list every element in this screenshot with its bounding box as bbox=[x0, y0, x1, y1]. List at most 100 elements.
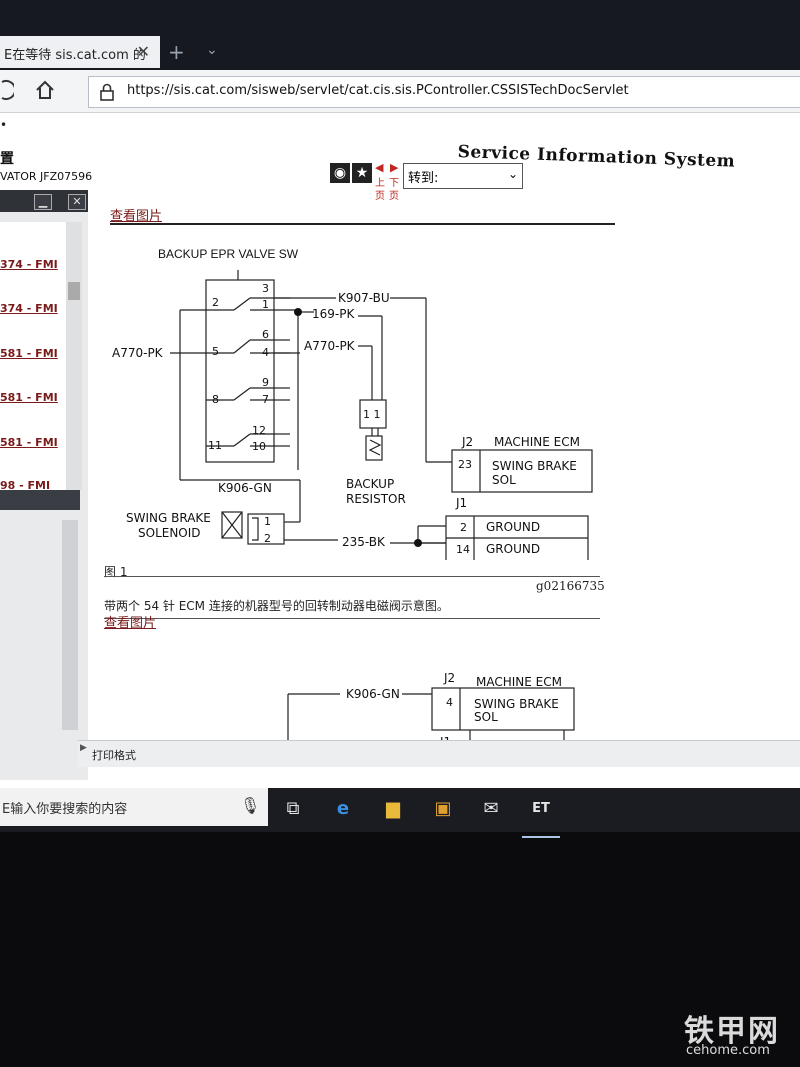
wire-label: K906-GN bbox=[218, 481, 272, 495]
wire-label: 169-PK bbox=[312, 307, 355, 321]
resistor-label: BACKUP bbox=[346, 477, 394, 491]
list-item[interactable]: 581 - FMI bbox=[0, 347, 58, 360]
divider bbox=[110, 223, 615, 225]
prev-page-label2[interactable]: 页 bbox=[375, 191, 385, 202]
mail-icon[interactable]: ✉ bbox=[483, 798, 499, 819]
solenoid-label: SOLENOID bbox=[138, 526, 201, 540]
expand-arrow-icon[interactable]: ▶ bbox=[80, 743, 87, 753]
star-icon[interactable]: ★ bbox=[352, 163, 372, 183]
browser-tab[interactable]: E在等待 sis.cat.com 的 ✕ bbox=[0, 36, 160, 68]
pin-label: 2 bbox=[264, 532, 271, 545]
pin-label: 5 bbox=[212, 345, 219, 358]
divider bbox=[104, 618, 600, 619]
pin-label: 11 bbox=[208, 439, 222, 452]
pin-label: 14 bbox=[456, 543, 470, 556]
bullet-mark: • bbox=[0, 118, 8, 132]
model-serial: VATOR JFZ07596 bbox=[0, 170, 93, 183]
et-app-icon[interactable]: ET bbox=[532, 801, 550, 816]
left-pane-scrollbar-lower[interactable] bbox=[62, 520, 78, 730]
tab-title: E在等待 sis.cat.com 的 bbox=[4, 48, 146, 63]
active-app-indicator bbox=[522, 836, 560, 838]
wire-label: 235-BK bbox=[342, 535, 386, 549]
watermark-url: cehome.com bbox=[686, 1043, 770, 1058]
view-image-link[interactable]: 查看图片 bbox=[110, 209, 163, 224]
pin-label: 8 bbox=[212, 393, 219, 406]
close-icon[interactable]: ✕ bbox=[68, 194, 86, 210]
view-image-link[interactable]: 查看图片 bbox=[104, 616, 157, 631]
store-icon[interactable]: ▣ bbox=[434, 798, 452, 819]
connector-label: J2 bbox=[443, 671, 455, 685]
left-pane-list: 374 - FMI 374 - FMI 581 - FMI 581 - FMI … bbox=[0, 222, 66, 492]
list-item[interactable]: 581 - FMI bbox=[0, 436, 58, 449]
next-page-label2[interactable]: 页 bbox=[389, 191, 399, 202]
chevron-down-icon: ⌄ bbox=[507, 167, 518, 181]
edge-icon[interactable]: e bbox=[336, 798, 350, 819]
list-item[interactable]: 98 - FMI bbox=[0, 479, 51, 492]
resistor-label: RESISTOR bbox=[346, 492, 406, 506]
eye-icon[interactable]: ◉ bbox=[330, 163, 350, 183]
print-format-label[interactable]: 打印格式 bbox=[92, 749, 136, 762]
list-item[interactable]: 374 - FMI bbox=[0, 258, 58, 271]
pin-label: 1 bbox=[264, 515, 271, 528]
connector-label: J1 bbox=[455, 496, 467, 510]
microphone-icon[interactable]: 🎙 bbox=[240, 796, 261, 815]
folder-icon[interactable]: ▆ bbox=[386, 798, 400, 819]
ecm-title: MACHINE ECM bbox=[494, 435, 580, 449]
resistor-pins: 1 1 bbox=[363, 408, 381, 421]
pin-label: 6 bbox=[262, 328, 269, 341]
scrollbar-thumb[interactable] bbox=[68, 282, 80, 300]
divider bbox=[104, 576, 600, 577]
task-view-icon[interactable]: ⧉ bbox=[286, 798, 300, 819]
wiring-diagram: BACKUP EPR VALVE SW 2 5 8 11 3 1 6 4 9 7… bbox=[112, 247, 593, 560]
ecm-signal: SOL bbox=[492, 473, 516, 487]
ecm-signal: GROUND bbox=[486, 520, 540, 534]
refresh-icon[interactable] bbox=[0, 78, 14, 102]
chevron-down-icon[interactable]: ⌄ bbox=[206, 42, 218, 58]
pin-label: 7 bbox=[262, 393, 269, 406]
pin-label: 12 bbox=[252, 424, 266, 437]
ecm-signal: SWING BRAKE bbox=[492, 459, 577, 473]
list-item[interactable]: 581 - FMI bbox=[0, 391, 58, 404]
search-input[interactable]: E输入你要搜索的内容 bbox=[2, 802, 128, 817]
print-format-bar[interactable]: 打印格式 bbox=[78, 740, 800, 767]
ecm-title: MACHINE ECM bbox=[476, 675, 562, 689]
close-icon[interactable]: ✕ bbox=[136, 42, 150, 61]
pin-label: 1 bbox=[262, 298, 269, 311]
prev-page-label[interactable]: 上 bbox=[375, 178, 385, 189]
pin-label: 4 bbox=[262, 346, 269, 359]
home-icon[interactable] bbox=[34, 79, 56, 101]
connector-label: J2 bbox=[461, 435, 473, 449]
taskbar-search[interactable]: E输入你要搜索的内容 🎙 bbox=[0, 788, 268, 826]
pin-label: 9 bbox=[262, 376, 269, 389]
left-pane-selected-row[interactable] bbox=[0, 490, 80, 510]
solenoid-label: SWING BRAKE bbox=[126, 511, 211, 525]
next-page-label[interactable]: 下 bbox=[389, 178, 399, 189]
figure-label: 图 1 bbox=[104, 565, 128, 579]
goto-label: 转到: bbox=[408, 171, 439, 186]
figure-id: g02166735 bbox=[536, 579, 605, 593]
pin-label: 23 bbox=[458, 458, 472, 471]
next-arrow-icon[interactable]: ▶ bbox=[390, 161, 399, 174]
switch-title: BACKUP EPR VALVE SW bbox=[158, 247, 299, 261]
goto-select[interactable]: 转到: ⌄ bbox=[403, 163, 523, 189]
list-item[interactable]: 374 - FMI bbox=[0, 302, 58, 315]
new-tab-button[interactable]: + bbox=[168, 40, 185, 64]
address-bar[interactable]: https://sis.cat.com/sisweb/servlet/cat.c… bbox=[88, 76, 800, 108]
left-pane-scrollbar[interactable] bbox=[66, 222, 82, 490]
pin-label: 2 bbox=[212, 296, 219, 309]
figure-caption: 带两个 54 针 ECM 连接的机器型号的回转制动器电磁阀示意图。 bbox=[104, 599, 449, 613]
ecm-signal: GROUND bbox=[486, 542, 540, 556]
ecm-signal: SOL bbox=[474, 710, 498, 724]
wire-label: K907-BU bbox=[338, 291, 390, 305]
header-title: 置 bbox=[0, 151, 14, 167]
url-text: https://sis.cat.com/sisweb/servlet/cat.c… bbox=[127, 83, 629, 98]
prev-arrow-icon[interactable]: ◀ bbox=[375, 161, 384, 174]
minimize-icon[interactable]: ▁ bbox=[34, 194, 52, 210]
watermark: 铁甲网 bbox=[684, 1014, 780, 1049]
lock-icon bbox=[100, 83, 114, 101]
pin-label: 4 bbox=[446, 696, 453, 709]
pin-label: 2 bbox=[460, 521, 467, 534]
ecm-signal: SWING BRAKE bbox=[474, 697, 559, 711]
wire-label: K906-GN bbox=[346, 687, 400, 701]
wire-label: A770-PK bbox=[304, 339, 356, 353]
